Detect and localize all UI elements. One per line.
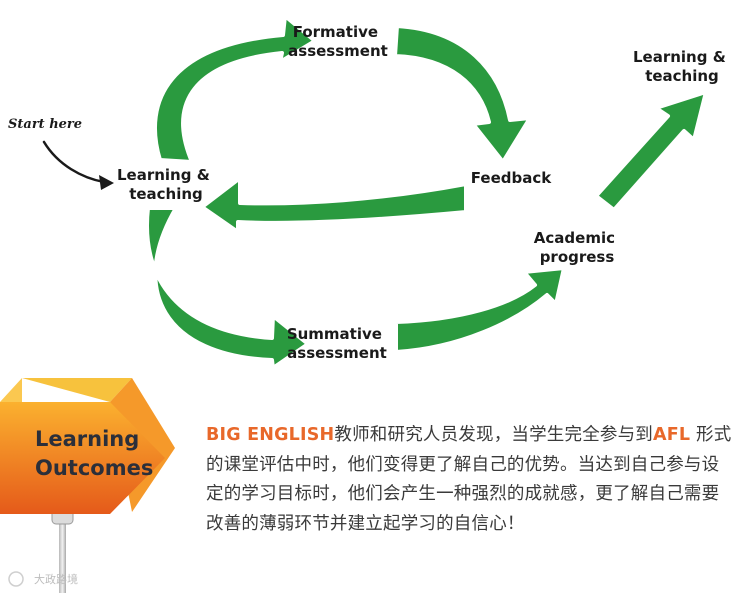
watermark-logo-icon xyxy=(9,572,23,586)
node-learning-teaching-right: Learning & teaching xyxy=(633,48,731,85)
arrow-feedback-to-learning xyxy=(202,178,466,232)
paragraph-text-1: 教师和研究人员发现，当学生完全参与到 xyxy=(334,425,653,445)
node-feedback: Feedback xyxy=(471,169,552,187)
arrow-formative-to-feedback xyxy=(395,26,530,162)
watermark-text: 大政路境 xyxy=(34,572,78,586)
watermark: 大政路境 xyxy=(9,572,78,586)
learning-outcomes-sign: Learning Outcomes xyxy=(0,378,175,593)
brand-big-english: BIG ENGLISH xyxy=(206,425,334,445)
arrow-learning-to-summative xyxy=(147,208,308,368)
start-here-label: Start here xyxy=(8,117,82,132)
start-here-pointer xyxy=(44,142,114,190)
node-formative-assessment: Formative assessment xyxy=(288,23,388,60)
arrow-summative-to-progress xyxy=(396,268,564,352)
brand-afl: AFL xyxy=(653,425,690,445)
arrow-learning-to-formative xyxy=(155,16,315,162)
node-learning-teaching-left: Learning & teaching xyxy=(117,166,215,203)
node-academic-progress: Academic progress xyxy=(534,229,620,266)
node-summative-assessment: Summative assessment xyxy=(287,325,387,362)
afl-description-paragraph: BIG ENGLISH教师和研究人员发现，当学生完全参与到AFL 形式的课堂评估… xyxy=(206,421,733,539)
start-arrowhead-icon xyxy=(99,175,114,190)
arrow-progress-to-learning xyxy=(596,92,706,210)
